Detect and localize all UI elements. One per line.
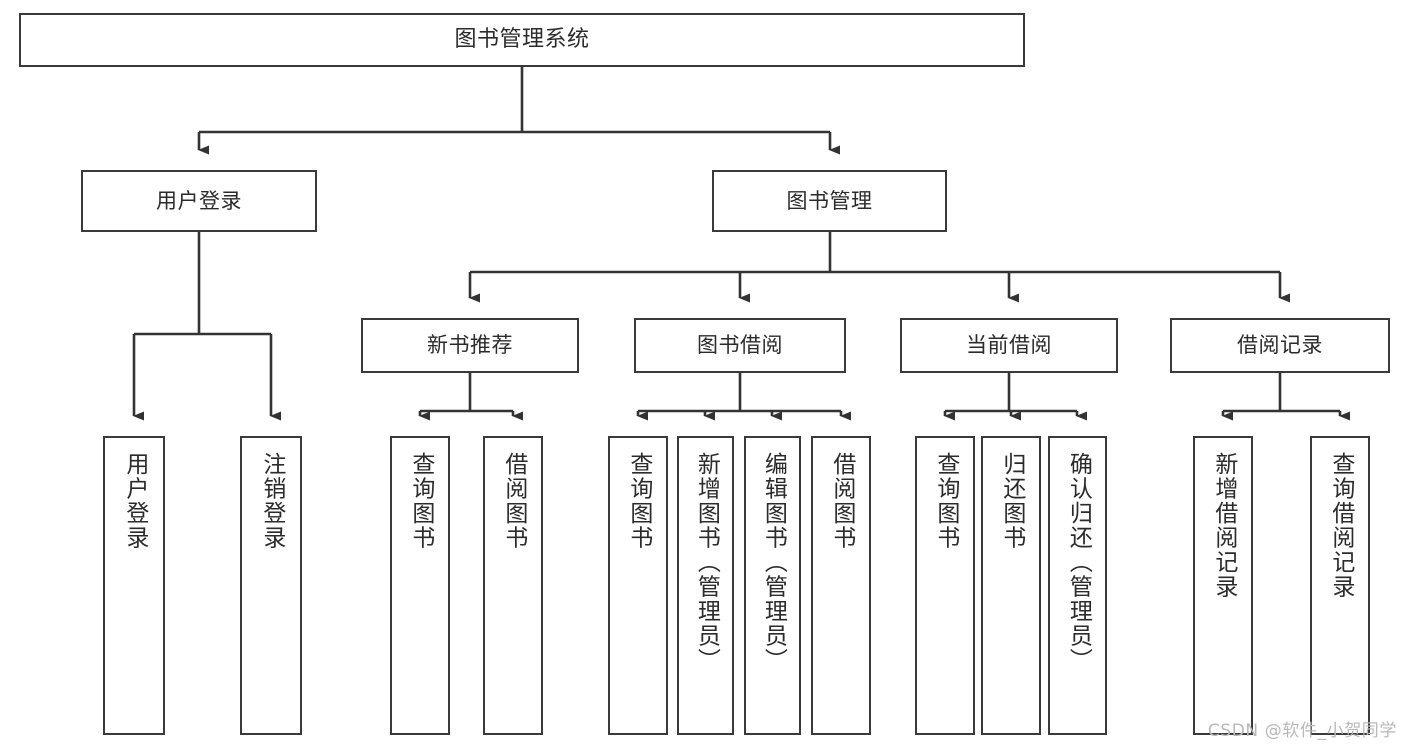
leaf-node-label: 借阅图书 xyxy=(500,452,527,550)
leaf-node-label: 借阅图书 xyxy=(828,452,855,550)
leaf-node[interactable]: 用户登录 xyxy=(103,436,165,735)
leaf-node[interactable]: 查询借阅记录 xyxy=(1310,436,1370,735)
node-book-manage[interactable]: 图书管理 xyxy=(712,170,947,232)
leaf-node-label: 归还图书 xyxy=(998,452,1025,550)
leaf-node[interactable]: 注销登录 xyxy=(240,436,302,735)
node-user-login[interactable]: 用户登录 xyxy=(81,170,317,232)
node-root[interactable]: 图书管理系统 xyxy=(19,13,1025,67)
leaf-node-label: 查询图书 xyxy=(625,452,652,550)
node-current-borrow-label: 当前借阅 xyxy=(966,333,1052,358)
node-new-book-recommend[interactable]: 新书推荐 xyxy=(361,318,579,373)
leaf-node-label: 编辑图书（管理员） xyxy=(760,452,787,673)
leaf-node[interactable]: 确认归还（管理员） xyxy=(1048,436,1107,735)
leaf-node[interactable]: 新增图书（管理员） xyxy=(677,436,734,735)
leaf-node[interactable]: 新增借阅记录 xyxy=(1193,436,1253,735)
leaf-node[interactable]: 借阅图书 xyxy=(483,436,543,735)
leaf-node[interactable]: 查询图书 xyxy=(390,436,450,735)
node-root-label: 图书管理系统 xyxy=(454,27,590,53)
node-user-login-label: 用户登录 xyxy=(156,188,242,213)
node-borrow-record-label: 借阅记录 xyxy=(1237,333,1323,358)
node-book-manage-label: 图书管理 xyxy=(786,188,873,213)
leaf-node[interactable]: 借阅图书 xyxy=(811,436,871,735)
leaf-node-label: 查询图书 xyxy=(407,452,434,550)
leaf-node-label: 用户登录 xyxy=(121,452,148,550)
leaf-node-label: 查询图书 xyxy=(932,452,959,550)
leaf-node[interactable]: 编辑图书（管理员） xyxy=(744,436,801,735)
node-borrow-record[interactable]: 借阅记录 xyxy=(1170,318,1390,373)
node-book-borrow-label: 图书借阅 xyxy=(697,333,783,358)
leaf-node-label: 确认归还（管理员） xyxy=(1065,452,1092,673)
leaf-node-label: 注销登录 xyxy=(258,452,285,550)
node-book-borrow[interactable]: 图书借阅 xyxy=(634,318,846,373)
leaf-node[interactable]: 查询图书 xyxy=(608,436,668,735)
leaf-node-label: 查询借阅记录 xyxy=(1327,452,1354,599)
leaf-node-label: 新增图书（管理员） xyxy=(693,452,720,673)
node-new-book-recommend-label: 新书推荐 xyxy=(427,333,513,358)
node-current-borrow[interactable]: 当前借阅 xyxy=(900,318,1118,373)
leaf-node[interactable]: 查询图书 xyxy=(915,436,975,735)
leaf-node-label: 新增借阅记录 xyxy=(1210,452,1237,599)
leaf-node[interactable]: 归还图书 xyxy=(981,436,1041,735)
